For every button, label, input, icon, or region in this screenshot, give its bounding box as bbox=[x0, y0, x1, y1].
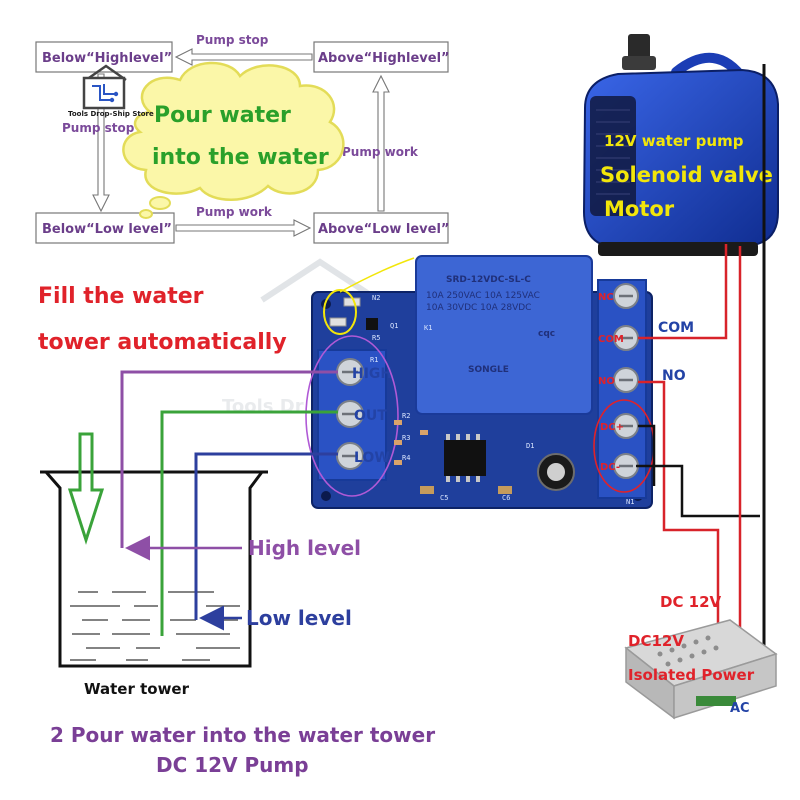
label-high-level: High level bbox=[248, 536, 361, 560]
box-above-high bbox=[313, 41, 449, 73]
watermark-text: Tools Dr bbox=[222, 396, 304, 417]
silk-d1: D1 bbox=[526, 442, 534, 450]
pin-low-label: LOW bbox=[354, 450, 390, 466]
box-above-low bbox=[313, 212, 449, 244]
term-no-label: NO bbox=[598, 376, 615, 387]
wire-no-to-power bbox=[638, 380, 720, 640]
silk-r2: R2 bbox=[402, 412, 410, 420]
label-low-level: Low level bbox=[246, 606, 352, 630]
wire-dc-minus bbox=[636, 464, 760, 518]
silk-r1: R1 bbox=[370, 356, 378, 364]
psu-label-line2: Isolated Power bbox=[628, 666, 755, 684]
pin-out-label: OUT bbox=[354, 408, 387, 424]
side-label-no: NO bbox=[662, 368, 686, 384]
store-circuit-icon bbox=[92, 84, 116, 101]
cloud-text-line1: Pour water bbox=[154, 103, 291, 128]
relay-brand: SONGLE bbox=[468, 365, 509, 375]
pin-high-label: HIGH bbox=[352, 366, 392, 382]
silk-n1: N1 bbox=[626, 498, 634, 506]
relay-board: SRD-12VDC-SL-C 10A 250VAC 10A 125VAC 10A… bbox=[305, 255, 655, 509]
tower-label: Water tower bbox=[84, 680, 190, 698]
pins-highlight-ring bbox=[305, 335, 399, 497]
led-pointer-line bbox=[339, 257, 415, 293]
silk-r4: R4 bbox=[402, 454, 410, 462]
water-inflow-arrow bbox=[67, 432, 105, 545]
water-lines bbox=[70, 591, 240, 661]
pump-label-line2: Solenoid valve bbox=[600, 163, 773, 187]
cloud-bubble-2 bbox=[139, 209, 153, 219]
label-pump-work-right: Pump work bbox=[342, 145, 419, 159]
psu-ac-label: AC bbox=[730, 701, 750, 716]
led-highlight-ring bbox=[323, 289, 357, 335]
silk-c6: C6 bbox=[502, 494, 510, 502]
power-supply: DC 12V DC12V Isolated Power AC bbox=[624, 593, 778, 720]
output-wiring: COM NO bbox=[636, 64, 766, 664]
pump-grille bbox=[590, 96, 636, 216]
cloud-text-line2: into the water bbox=[152, 145, 329, 170]
psu-terminal-strip bbox=[696, 696, 736, 706]
label-pump-work-bottom: Pump work bbox=[196, 205, 273, 219]
term-dc-minus-label: DC- bbox=[600, 462, 620, 473]
box-below-high-label: Below“Highlevel” bbox=[42, 51, 172, 66]
silk-n2: N2 bbox=[372, 294, 380, 302]
pump-label-line1: 12V water pump bbox=[604, 132, 744, 150]
flow-chart: Below“Highlevel” Above“Highlevel” Below“… bbox=[35, 33, 450, 244]
pump-base bbox=[598, 242, 758, 256]
side-label-com: COM bbox=[658, 320, 694, 336]
box-below-low-label: Below“Low level” bbox=[42, 222, 172, 237]
tank-outline bbox=[44, 471, 264, 668]
arrow-pump-work-right bbox=[372, 74, 390, 212]
water-pump: 12V water pump Solenoid valve Motor bbox=[582, 34, 779, 256]
store-logo: Tools Drop-Ship Store bbox=[68, 64, 154, 118]
psu-dc12v-label: DC 12V bbox=[660, 593, 722, 611]
arrow-pump-work-bottom bbox=[175, 219, 312, 237]
wire-high-probe bbox=[120, 370, 338, 548]
sensor-wiring: High level Low level bbox=[120, 370, 361, 636]
label-pump-stop-top: Pump stop bbox=[196, 33, 269, 47]
caption-line1: 2 Pour water into the water tower bbox=[50, 723, 435, 747]
box-above-high-label: Above“Highlevel” bbox=[318, 51, 450, 66]
water-tower: Water tower bbox=[40, 432, 268, 698]
thought-cloud: Pour water into the water bbox=[122, 61, 345, 219]
wire-low-probe bbox=[194, 452, 338, 620]
store-name: Tools Drop-Ship Store bbox=[68, 110, 154, 118]
relay-rating-2: 10A 30VDC 10A 28VDC bbox=[426, 303, 531, 313]
silk-q1: Q1 bbox=[390, 322, 398, 330]
pump-label-line3: Motor bbox=[604, 197, 675, 221]
label-pump-stop-left: Pump stop bbox=[62, 121, 135, 135]
store-roof-icon bbox=[85, 64, 127, 82]
box-below-low bbox=[35, 212, 175, 244]
cloud-bubble-1 bbox=[149, 196, 171, 210]
term-com-label: COM bbox=[598, 334, 624, 345]
arrow-pump-stop-top bbox=[174, 48, 313, 66]
transistor-q1 bbox=[366, 318, 378, 330]
silk-r3: R3 bbox=[402, 434, 410, 442]
relay-k1 bbox=[415, 255, 593, 415]
caption-line2: DC 12V Pump bbox=[156, 753, 309, 777]
silk-k1: K1 bbox=[424, 324, 432, 332]
title-line1: Fill the water bbox=[38, 284, 204, 309]
ic-chip bbox=[444, 440, 486, 476]
wire-com-to-pump bbox=[638, 244, 728, 340]
relay-model: SRD-12VDC-SL-C bbox=[446, 275, 531, 285]
term-dc-plus-label: DC+ bbox=[600, 422, 624, 433]
relay-cert: cqc bbox=[538, 329, 555, 339]
cloud-shape bbox=[122, 61, 345, 201]
term-nc-label: NC bbox=[598, 292, 614, 303]
box-above-low-label: Above“Low level” bbox=[318, 222, 449, 237]
psu-label-line1: DC12V bbox=[628, 632, 684, 650]
title-line2: tower automatically bbox=[38, 330, 287, 355]
silk-c5: C5 bbox=[440, 494, 448, 502]
wire-common-probe bbox=[160, 410, 338, 636]
led-2 bbox=[329, 317, 347, 327]
relay-rating-1: 10A 250VAC 10A 125VAC bbox=[426, 291, 540, 301]
silk-r5: R5 bbox=[372, 334, 380, 342]
